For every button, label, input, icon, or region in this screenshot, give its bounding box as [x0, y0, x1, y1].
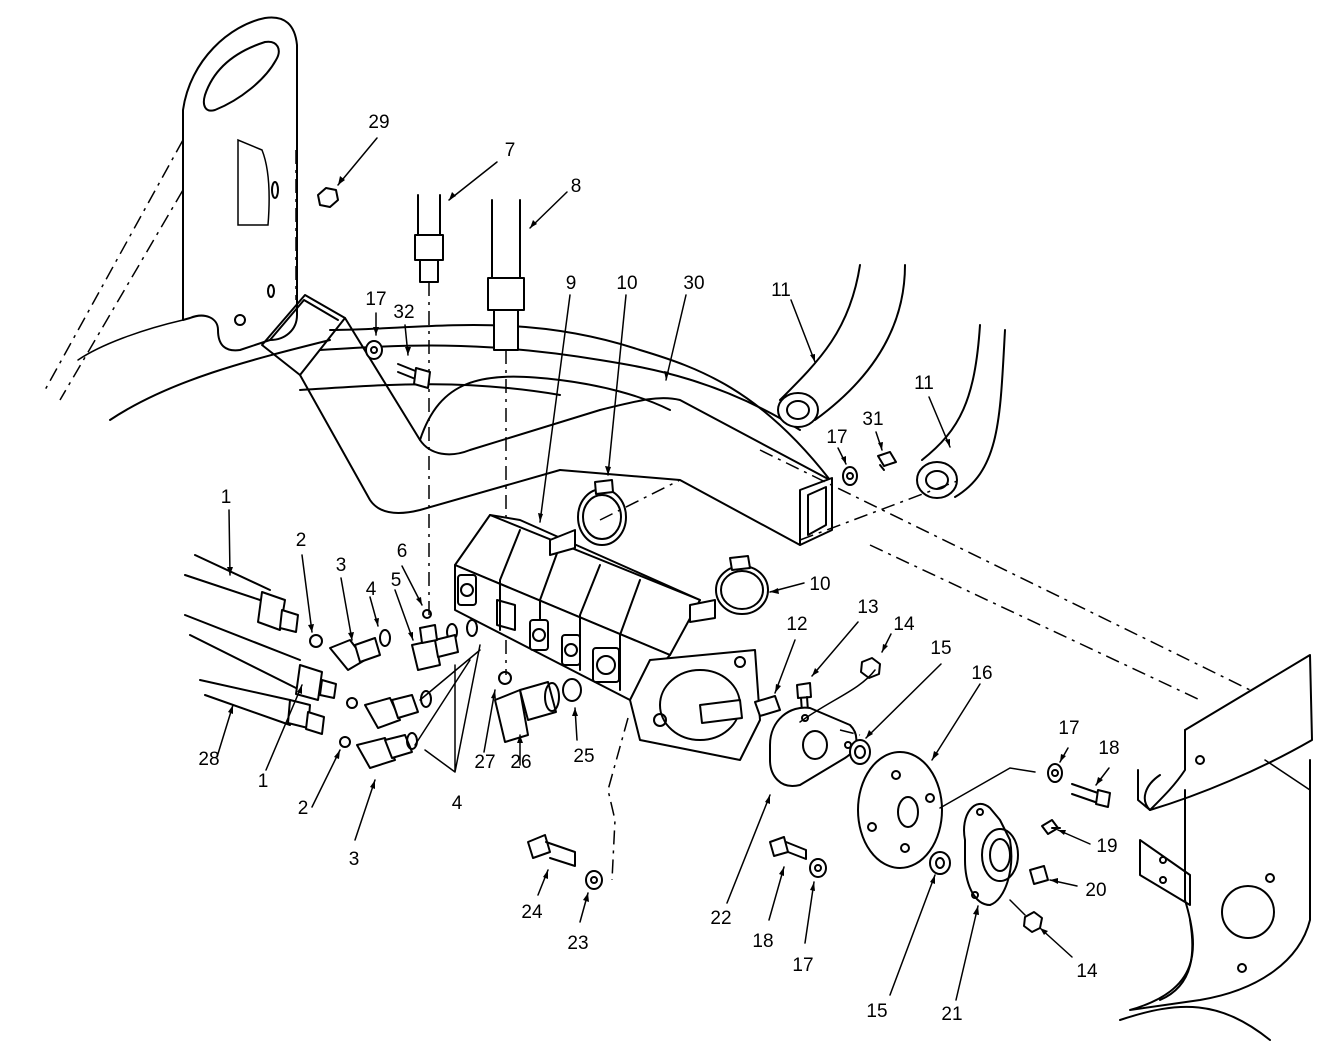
callout-11-lower: 11: [914, 373, 934, 394]
callout-17-c: 17: [1058, 718, 1079, 739]
nut-29: [317, 187, 339, 208]
callout-14-upper: 14: [893, 614, 915, 635]
callout-27: 27: [474, 752, 495, 773]
callout-19: 19: [1096, 836, 1117, 857]
callout-17-d: 17: [792, 955, 813, 976]
callout-17-a: 17: [365, 289, 386, 310]
callout-1-upper: 1: [221, 487, 232, 508]
lower-right-frame: [759, 449, 1313, 1041]
callout-1-lower: 1: [258, 771, 269, 792]
callout-13: 13: [857, 597, 878, 618]
callout-12: 12: [786, 614, 807, 635]
bolt-18-upper: [1071, 783, 1111, 808]
callout-2-upper: 2: [296, 530, 307, 551]
callout-17-b: 17: [826, 427, 847, 448]
callout-2-lower: 2: [298, 798, 309, 819]
flange-16: [857, 751, 1036, 869]
bolt-19: [1041, 819, 1061, 835]
hoses-left: [184, 554, 337, 735]
callout-24: 24: [521, 902, 543, 923]
callout-6: 6: [397, 541, 408, 562]
elbow-fitting-26: [494, 681, 560, 743]
hose-clamp-10-upper: [577, 479, 627, 546]
callout-3-lower: 3: [349, 849, 360, 870]
leader-lines: [216, 137, 1110, 1001]
callout-20: 20: [1085, 880, 1106, 901]
callout-3-upper: 3: [336, 555, 347, 576]
callout-22: 22: [710, 908, 731, 929]
center-lines: [599, 479, 961, 881]
callout-16: 16: [971, 663, 992, 684]
callout-21: 21: [941, 1004, 962, 1025]
callout-23: 23: [567, 933, 588, 954]
hose-11-lower: [916, 324, 1006, 499]
hose-clamp-10-lower: [715, 555, 769, 615]
callout-11-upper: 11: [771, 280, 791, 301]
frame-tube: [261, 294, 833, 546]
bolt-24: [527, 834, 576, 867]
callout-28: 28: [198, 749, 219, 770]
left-mount-plate: [44, 16, 331, 421]
bolt-31: [877, 451, 897, 471]
callout-26: 26: [510, 752, 531, 773]
bolt-18-lower: [769, 836, 807, 860]
callout-15-upper: 15: [930, 638, 951, 659]
callout-30: 30: [683, 273, 704, 294]
hub-21: [963, 802, 1026, 916]
callout-14-lower: 14: [1076, 961, 1098, 982]
washers: [365, 340, 1063, 890]
hose-7: [414, 194, 444, 620]
fittings: [309, 609, 512, 769]
callout-32: 32: [393, 302, 414, 323]
bolt-32: [397, 363, 431, 389]
key-12: [754, 695, 781, 717]
callout-25: 25: [573, 746, 594, 767]
callout-18-upper: 18: [1098, 738, 1119, 759]
callout-10-lower: 10: [809, 574, 830, 595]
callout-10-upper: 10: [616, 273, 637, 294]
callout-4-upper: 4: [366, 579, 377, 600]
callout-29: 29: [368, 112, 389, 133]
callout-8: 8: [571, 176, 582, 197]
key-20: [1029, 865, 1049, 885]
hose-11-upper: [777, 264, 906, 428]
callout-7: 7: [505, 140, 516, 161]
callout-5: 5: [391, 570, 402, 591]
mount-plate-22: [769, 669, 876, 787]
callout-31: 31: [862, 409, 883, 430]
callout-4-lower: 4: [452, 793, 463, 814]
nut-14-upper: [860, 657, 881, 679]
gear-pump: [454, 514, 761, 761]
o-ring-25: [562, 678, 582, 702]
callout-18-lower: 18: [752, 931, 773, 952]
callout-9: 9: [566, 273, 577, 294]
callout-labels: 29 7 8 9 10 30 11 11 17 32 17 31 1 2 3 6…: [198, 112, 1119, 1025]
nut-14-lower: [1023, 911, 1043, 933]
callout-15-lower: 15: [866, 1001, 887, 1022]
